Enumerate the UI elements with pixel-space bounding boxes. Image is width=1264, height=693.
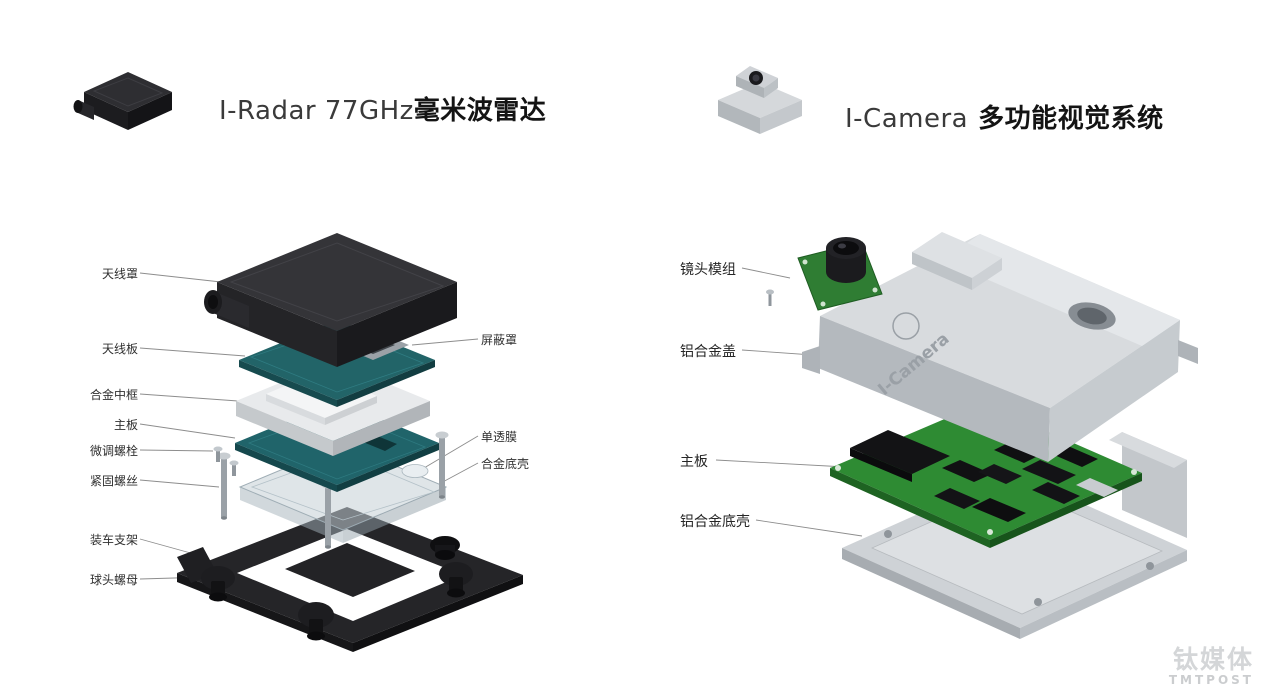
part-label-fastening-screw: 紧固螺丝 [89,474,138,488]
radar-title: I-Radar 77GHz毫米波雷达 [219,90,546,127]
watermark: 钛媒体 TMTPOST [1169,646,1254,687]
lens-module-part [766,237,883,311]
watermark-line2: TMTPOST [1168,672,1254,687]
watermark-line1: 钛媒体 [1172,645,1254,675]
camera-cover-part: I-Camera [802,232,1198,462]
part-label-shield-cover: 屏蔽罩 [481,333,518,347]
part-label-vent-membrane: 单透膜 [481,430,518,444]
camera-thumbnail [718,66,802,134]
part-label-tuning-bolt: 微调螺栓 [89,444,138,458]
part-label-alloy-frame: 合金中框 [89,388,138,402]
camera-mainboard-part [830,403,1142,548]
part-label-aluminum-cover: 铝合金盖 [680,344,736,360]
vent-membrane-part [401,464,429,478]
part-label-camera-mainboard: 主板 [680,454,708,470]
lens-module-screw [766,289,774,295]
part-label-antenna-board: 天线板 [101,342,138,356]
ball-nuts-part [201,562,473,641]
radar-exploded-diagram [139,233,523,652]
part-label-aluminum-bottom-shell: 铝合金底壳 [680,514,750,530]
part-label-lens-module: 镜头模组 [680,262,736,278]
part-label-mount-bracket: 装车支架 [89,533,138,547]
radar-title-en: I-Radar 77GHz [219,96,414,126]
camera-title-zh: 多功能视觉系统 [978,104,1164,134]
part-label-alloy-bottom-shell: 合金底壳 [481,457,530,471]
part-label-radome: 天线罩 [101,267,138,281]
radome-connector [213,291,249,328]
lens-glass [833,241,859,255]
tuning-bolts-part [213,446,239,476]
camera-title-en: I-Camera [845,104,969,134]
part-label-mainboard: 主板 [113,418,138,432]
radar-title-zh: 毫米波雷达 [413,96,547,126]
part-label-ball-nut: 球头螺母 [89,573,138,587]
radar-thumbnail [73,72,172,130]
cover-logo-mark [892,312,920,340]
camera-exploded-diagram: I-Camera [715,232,1198,639]
radome-part [204,233,457,367]
camera-title: I-Camera 多功能视觉系统 [845,98,1164,135]
